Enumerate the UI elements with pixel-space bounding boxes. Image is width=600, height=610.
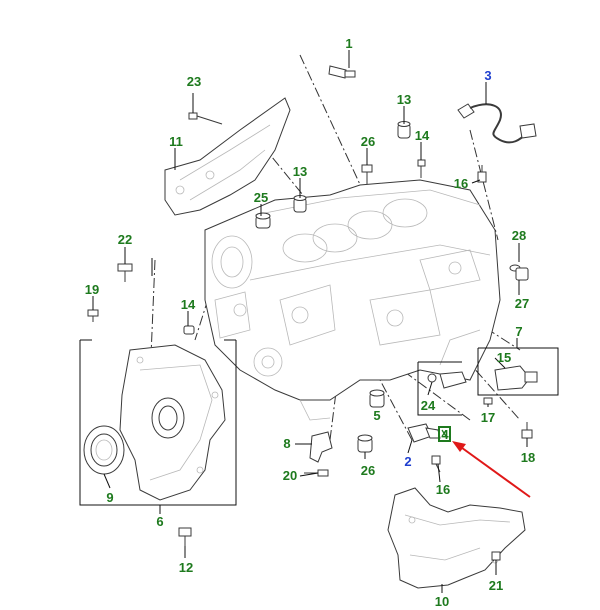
sensor-part-1 — [328, 65, 356, 79]
callout-24[interactable]: 24 — [421, 398, 436, 413]
sensor-group-7 — [477, 347, 559, 396]
callout-12[interactable]: 12 — [179, 560, 193, 575]
callout-14-top[interactable]: 14 — [415, 128, 430, 143]
bolt-part-21 — [491, 551, 501, 561]
callout-16-lower[interactable]: 16 — [436, 482, 450, 497]
screw-part-26-top — [361, 164, 373, 184]
screw-part-14-left — [183, 325, 195, 335]
callout-8[interactable]: 8 — [283, 436, 290, 451]
callout-18[interactable]: 18 — [521, 450, 535, 465]
callout-1[interactable]: 1 — [345, 36, 352, 51]
bolt-part-18 — [521, 422, 533, 439]
callout-27[interactable]: 27 — [515, 296, 529, 311]
callout-4[interactable]: 4 — [441, 427, 449, 442]
bracket-part-8 — [309, 431, 333, 463]
callout-10[interactable]: 10 — [435, 594, 449, 609]
callout-13-left[interactable]: 13 — [293, 164, 307, 179]
sensor-part-2 — [407, 423, 441, 443]
callout-labels: 1 2 3 4 5 6 7 8 9 10 11 12 13 13 14 14 1… — [85, 36, 535, 609]
bushing-part-25 — [255, 212, 271, 229]
bolt-part-23 — [188, 112, 223, 125]
plug-part-block-lower — [369, 389, 385, 408]
callout-3[interactable]: 3 — [484, 68, 491, 83]
callout-25[interactable]: 25 — [254, 190, 268, 205]
callout-11[interactable]: 11 — [169, 134, 183, 149]
callout-5[interactable]: 5 — [373, 408, 380, 423]
callout-2[interactable]: 2 — [404, 454, 411, 469]
bolt-part-22 — [117, 263, 133, 282]
wired-sensor-part-3 — [457, 103, 537, 144]
bolt-part-17 — [483, 397, 493, 405]
sensor-group-24 — [417, 361, 467, 416]
callout-14-left[interactable]: 14 — [181, 297, 196, 312]
callout-13-top[interactable]: 13 — [397, 92, 411, 107]
callout-16-top[interactable]: 16 — [454, 176, 468, 191]
callout-7[interactable]: 7 — [515, 324, 522, 339]
callout-19[interactable]: 19 — [85, 282, 99, 297]
callout-9[interactable]: 9 — [106, 490, 113, 505]
shield-part-10 — [387, 487, 526, 589]
callout-26-top[interactable]: 26 — [361, 134, 375, 149]
callout-21[interactable]: 21 — [489, 578, 503, 593]
oil-seal-part-9 — [83, 425, 125, 475]
callout-28[interactable]: 28 — [512, 228, 526, 243]
bolt-part-12 — [178, 527, 192, 546]
callout-15[interactable]: 15 — [497, 350, 511, 365]
front-cover-part-6 — [79, 258, 237, 506]
screw-part-16-top — [477, 165, 487, 183]
callout-17[interactable]: 17 — [481, 410, 495, 425]
callout-6[interactable]: 6 — [156, 514, 163, 529]
highlight-box — [438, 426, 451, 442]
callout-22[interactable]: 22 — [118, 232, 132, 247]
red-pointer-arrow — [452, 441, 531, 498]
bushing-part-26-lower — [357, 434, 373, 453]
leader-lines — [92, 50, 528, 593]
callout-20[interactable]: 20 — [283, 468, 297, 483]
screw-part-14-top — [417, 159, 426, 178]
bolt-part-19 — [87, 309, 99, 322]
callout-26-lower[interactable]: 26 — [361, 463, 375, 478]
plug-part-27 — [515, 267, 529, 281]
callout-23[interactable]: 23 — [187, 74, 201, 89]
heat-shield-part-11 — [164, 97, 291, 216]
